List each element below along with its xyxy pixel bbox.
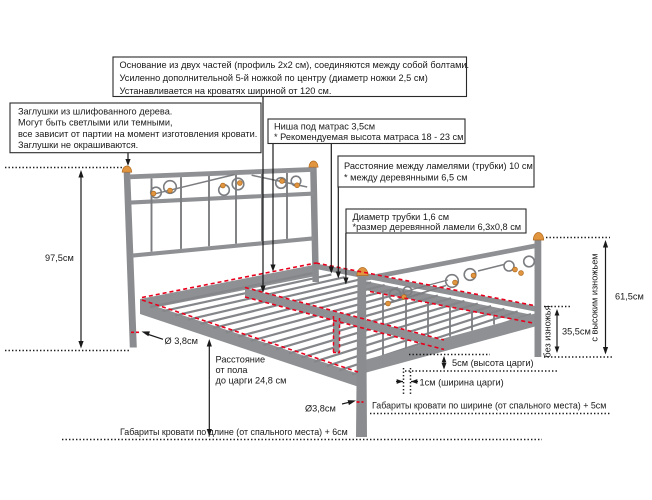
svg-text:Ниша под матрас 3,5см: Ниша под матрас 3,5см <box>274 122 375 132</box>
svg-text:Диаметр трубки 1,6 см: Диаметр трубки 1,6 см <box>353 212 450 222</box>
svg-text:61,5см: 61,5см <box>615 292 644 302</box>
svg-text:1см (ширина царги): 1см (ширина царги) <box>420 378 504 388</box>
svg-text:Заглушки из шлифованного дерев: Заглушки из шлифованного дерева. <box>18 107 172 117</box>
svg-text:до царги 24,8 см: до царги 24,8 см <box>216 376 287 386</box>
svg-text:от пола: от пола <box>216 365 249 375</box>
svg-text:97,5см: 97,5см <box>45 253 74 263</box>
svg-text:* между деревянными 6,5 см: * между деревянными 6,5 см <box>344 172 468 182</box>
svg-text:с высоким изножьем: с высоким изножьем <box>590 253 600 341</box>
svg-text:все зависит от партии на момен: все зависит от партии на момент изготовл… <box>18 129 257 139</box>
svg-text:Усиленно дополнительной 5-й но: Усиленно дополнительной 5-й ножкой по це… <box>120 73 428 83</box>
svg-text:Устанавливается на кроватях ши: Устанавливается на кроватях шириной от 1… <box>120 86 332 96</box>
svg-text:Основание из двух частей (проф: Основание из двух частей (профиль 2х2 см… <box>120 60 470 70</box>
svg-text:Габариты кровати по длине (от: Габариты кровати по длине (от спального … <box>120 427 348 437</box>
svg-text:без изножья: без изножья <box>543 305 553 357</box>
svg-text:Габариты кровати по ширине (от: Габариты кровати по ширине (от спального… <box>372 401 606 411</box>
svg-text:Заглушки не окрашиваются.: Заглушки не окрашиваются. <box>18 140 138 150</box>
svg-text:Расстояние: Расстояние <box>216 355 266 365</box>
svg-text:* Рекомендуемая высота матраса: * Рекомендуемая высота матраса 18 - 23 с… <box>274 132 463 142</box>
svg-text:Ø3,8см: Ø3,8см <box>305 404 336 414</box>
svg-text:Ø 3,8см: Ø 3,8см <box>165 336 198 346</box>
svg-text:35,5см: 35,5см <box>562 327 591 337</box>
svg-text:Расстояние между ламелями (тру: Расстояние между ламелями (трубки) 10 см <box>344 161 533 171</box>
svg-text:5см (высота царги): 5см (высота царги) <box>452 358 534 368</box>
svg-text:Могут быть светлыми или темным: Могут быть светлыми или темными, <box>18 118 173 128</box>
svg-text:*размер деревянной ламели 6,3х: *размер деревянной ламели 6,3х0,8 см <box>353 222 522 232</box>
